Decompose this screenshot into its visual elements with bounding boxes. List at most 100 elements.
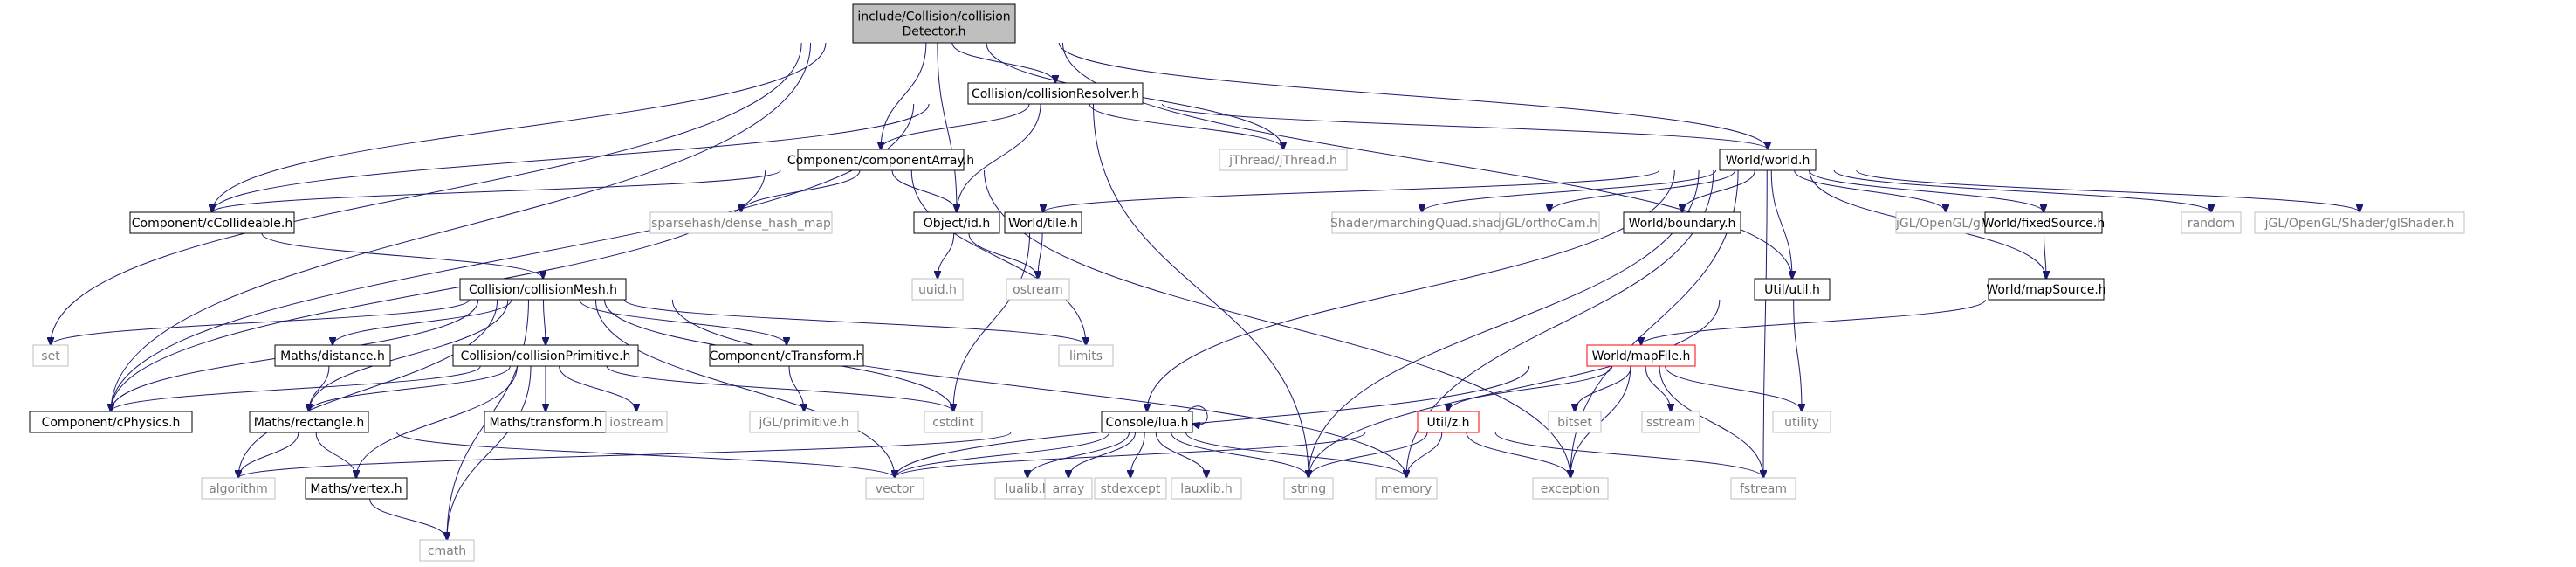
dependency-edge bbox=[1808, 169, 2044, 212]
node-mapFile[interactable]: World/mapFile.h bbox=[1586, 344, 1696, 367]
node-boundary[interactable]: World/boundary.h bbox=[1623, 211, 1741, 234]
node-rectangle[interactable]: Maths/rectangle.h bbox=[249, 411, 369, 433]
node-box bbox=[749, 411, 859, 433]
node-box bbox=[1984, 211, 2103, 234]
dependency-edge bbox=[396, 432, 895, 478]
node-vertex[interactable]: Maths/vertex.h bbox=[305, 477, 408, 500]
node-memory: memory bbox=[1375, 477, 1438, 500]
node-box bbox=[1101, 411, 1193, 433]
node-worldH[interactable]: World/world.h bbox=[1719, 149, 1817, 171]
node-label: uuid.h bbox=[918, 283, 957, 297]
dependency-edge bbox=[1575, 365, 1632, 411]
node-box bbox=[709, 344, 864, 367]
node-box bbox=[1754, 278, 1831, 301]
node-box bbox=[1331, 211, 1513, 234]
node-box bbox=[967, 82, 1144, 105]
node-label: jGL/OpenGL/Shader/glShader.h bbox=[2264, 217, 2455, 231]
dependency-edge bbox=[238, 299, 498, 478]
node-box bbox=[1283, 477, 1334, 500]
node-label: random bbox=[2188, 217, 2235, 231]
node-label: Collision/collisionPrimitive.h bbox=[461, 349, 631, 363]
dependency-edge bbox=[1186, 405, 1208, 425]
node-sparsehash: sparsehash/dense_hash_map bbox=[649, 211, 833, 234]
node-collisionMesh[interactable]: Collision/collisionMesh.h bbox=[459, 278, 627, 301]
dependency-edge bbox=[1043, 169, 1659, 212]
node-collisionPrimitive[interactable]: Collision/collisionPrimitive.h bbox=[452, 344, 639, 367]
node-objectId[interactable]: Object/id.h bbox=[913, 211, 1000, 234]
node-label: jThread/jThread.h bbox=[1228, 154, 1337, 168]
node-box bbox=[452, 344, 639, 367]
dependency-edge bbox=[1770, 169, 1792, 279]
dependency-edge bbox=[891, 169, 957, 212]
node-label: Collision/collisionResolver.h bbox=[972, 87, 1139, 101]
node-componentArray[interactable]: Component/componentArray.h bbox=[787, 149, 974, 171]
node-label: World/world.h bbox=[1726, 154, 1810, 168]
node-iostream: iostream bbox=[605, 411, 668, 433]
node-marchingQuad: Shader/marchingQuad.shader bbox=[1330, 211, 1514, 234]
node-distance[interactable]: Maths/distance.h bbox=[274, 344, 391, 367]
node-utilZ[interactable]: Util/z.h bbox=[1417, 411, 1480, 433]
dependency-edge bbox=[1422, 169, 1717, 212]
node-box bbox=[924, 411, 983, 433]
node-box bbox=[852, 3, 1016, 44]
dependency-edge bbox=[881, 103, 1030, 149]
dependency-edge bbox=[111, 365, 481, 411]
dependency-edge bbox=[111, 169, 766, 411]
dependency-edge bbox=[1061, 42, 1792, 279]
node-transform[interactable]: Maths/transform.h bbox=[484, 411, 608, 433]
node-cCollideable[interactable]: Component/cCollideable.h bbox=[129, 211, 295, 234]
node-fixedSource[interactable]: World/fixedSource.h bbox=[1982, 211, 2105, 234]
node-glShader: jGL/OpenGL/Shader/glShader.h bbox=[2254, 211, 2465, 234]
dependency-edge bbox=[788, 365, 804, 411]
node-box bbox=[605, 411, 668, 433]
file-nodes: include/Collision/collisionDetector.hCol… bbox=[29, 3, 2465, 562]
dependency-edge bbox=[1406, 432, 1443, 478]
dependency-edge bbox=[910, 169, 1086, 345]
dependency-edge bbox=[333, 299, 512, 345]
node-box bbox=[29, 411, 193, 433]
node-consoleLua[interactable]: Console/lua.h bbox=[1101, 411, 1193, 433]
dependency-edge bbox=[261, 232, 543, 279]
node-collisionResolver[interactable]: Collision/collisionResolver.h bbox=[967, 82, 1144, 105]
node-lauxlib: lauxlib.h bbox=[1171, 477, 1242, 500]
dependency-edge bbox=[543, 299, 546, 345]
node-label: sstream bbox=[1646, 416, 1695, 430]
node-box bbox=[1895, 211, 1996, 234]
node-box bbox=[1586, 344, 1696, 367]
dependency-edge bbox=[1038, 232, 1043, 279]
node-set: set bbox=[32, 344, 69, 367]
node-label: iostream bbox=[609, 416, 663, 430]
node-worldTile[interactable]: World/tile.h bbox=[1004, 211, 1082, 234]
node-label: exception bbox=[1541, 482, 1600, 496]
node-exception: exception bbox=[1532, 477, 1609, 500]
node-box bbox=[1623, 211, 1741, 234]
dependency-edge bbox=[1641, 299, 1986, 345]
dependency-edge bbox=[594, 299, 895, 478]
dependency-edge bbox=[1058, 42, 1768, 149]
node-label: Util/z.h bbox=[1427, 416, 1470, 430]
dependency-edge bbox=[447, 365, 532, 540]
node-mapSource[interactable]: World/mapSource.h bbox=[1986, 278, 2106, 301]
node-bitset: bitset bbox=[1548, 411, 1602, 433]
node-box bbox=[911, 278, 964, 301]
node-utilH[interactable]: Util/util.h bbox=[1754, 278, 1831, 301]
node-label: sparsehash/dense_hash_map bbox=[651, 217, 831, 231]
dependency-edge bbox=[1093, 103, 1309, 478]
node-label: limits bbox=[1069, 349, 1103, 363]
node-box bbox=[1375, 477, 1438, 500]
dependency-edge bbox=[895, 432, 1366, 478]
node-cPhysics[interactable]: Component/cPhysics.h bbox=[29, 411, 193, 433]
node-label: Component/cPhysics.h bbox=[42, 416, 181, 430]
node-box bbox=[1171, 477, 1242, 500]
node-label: string bbox=[1291, 482, 1326, 496]
dependency-edge bbox=[895, 432, 1110, 478]
node-cTransform[interactable]: Component/cTransform.h bbox=[709, 344, 864, 367]
node-label: ostream bbox=[1013, 283, 1063, 297]
node-box bbox=[1094, 477, 1167, 500]
dependency-edge bbox=[938, 232, 955, 279]
node-fstream: fstream bbox=[1730, 477, 1796, 500]
node-box bbox=[1988, 278, 2105, 301]
node-label: Component/cCollideable.h bbox=[132, 217, 293, 231]
